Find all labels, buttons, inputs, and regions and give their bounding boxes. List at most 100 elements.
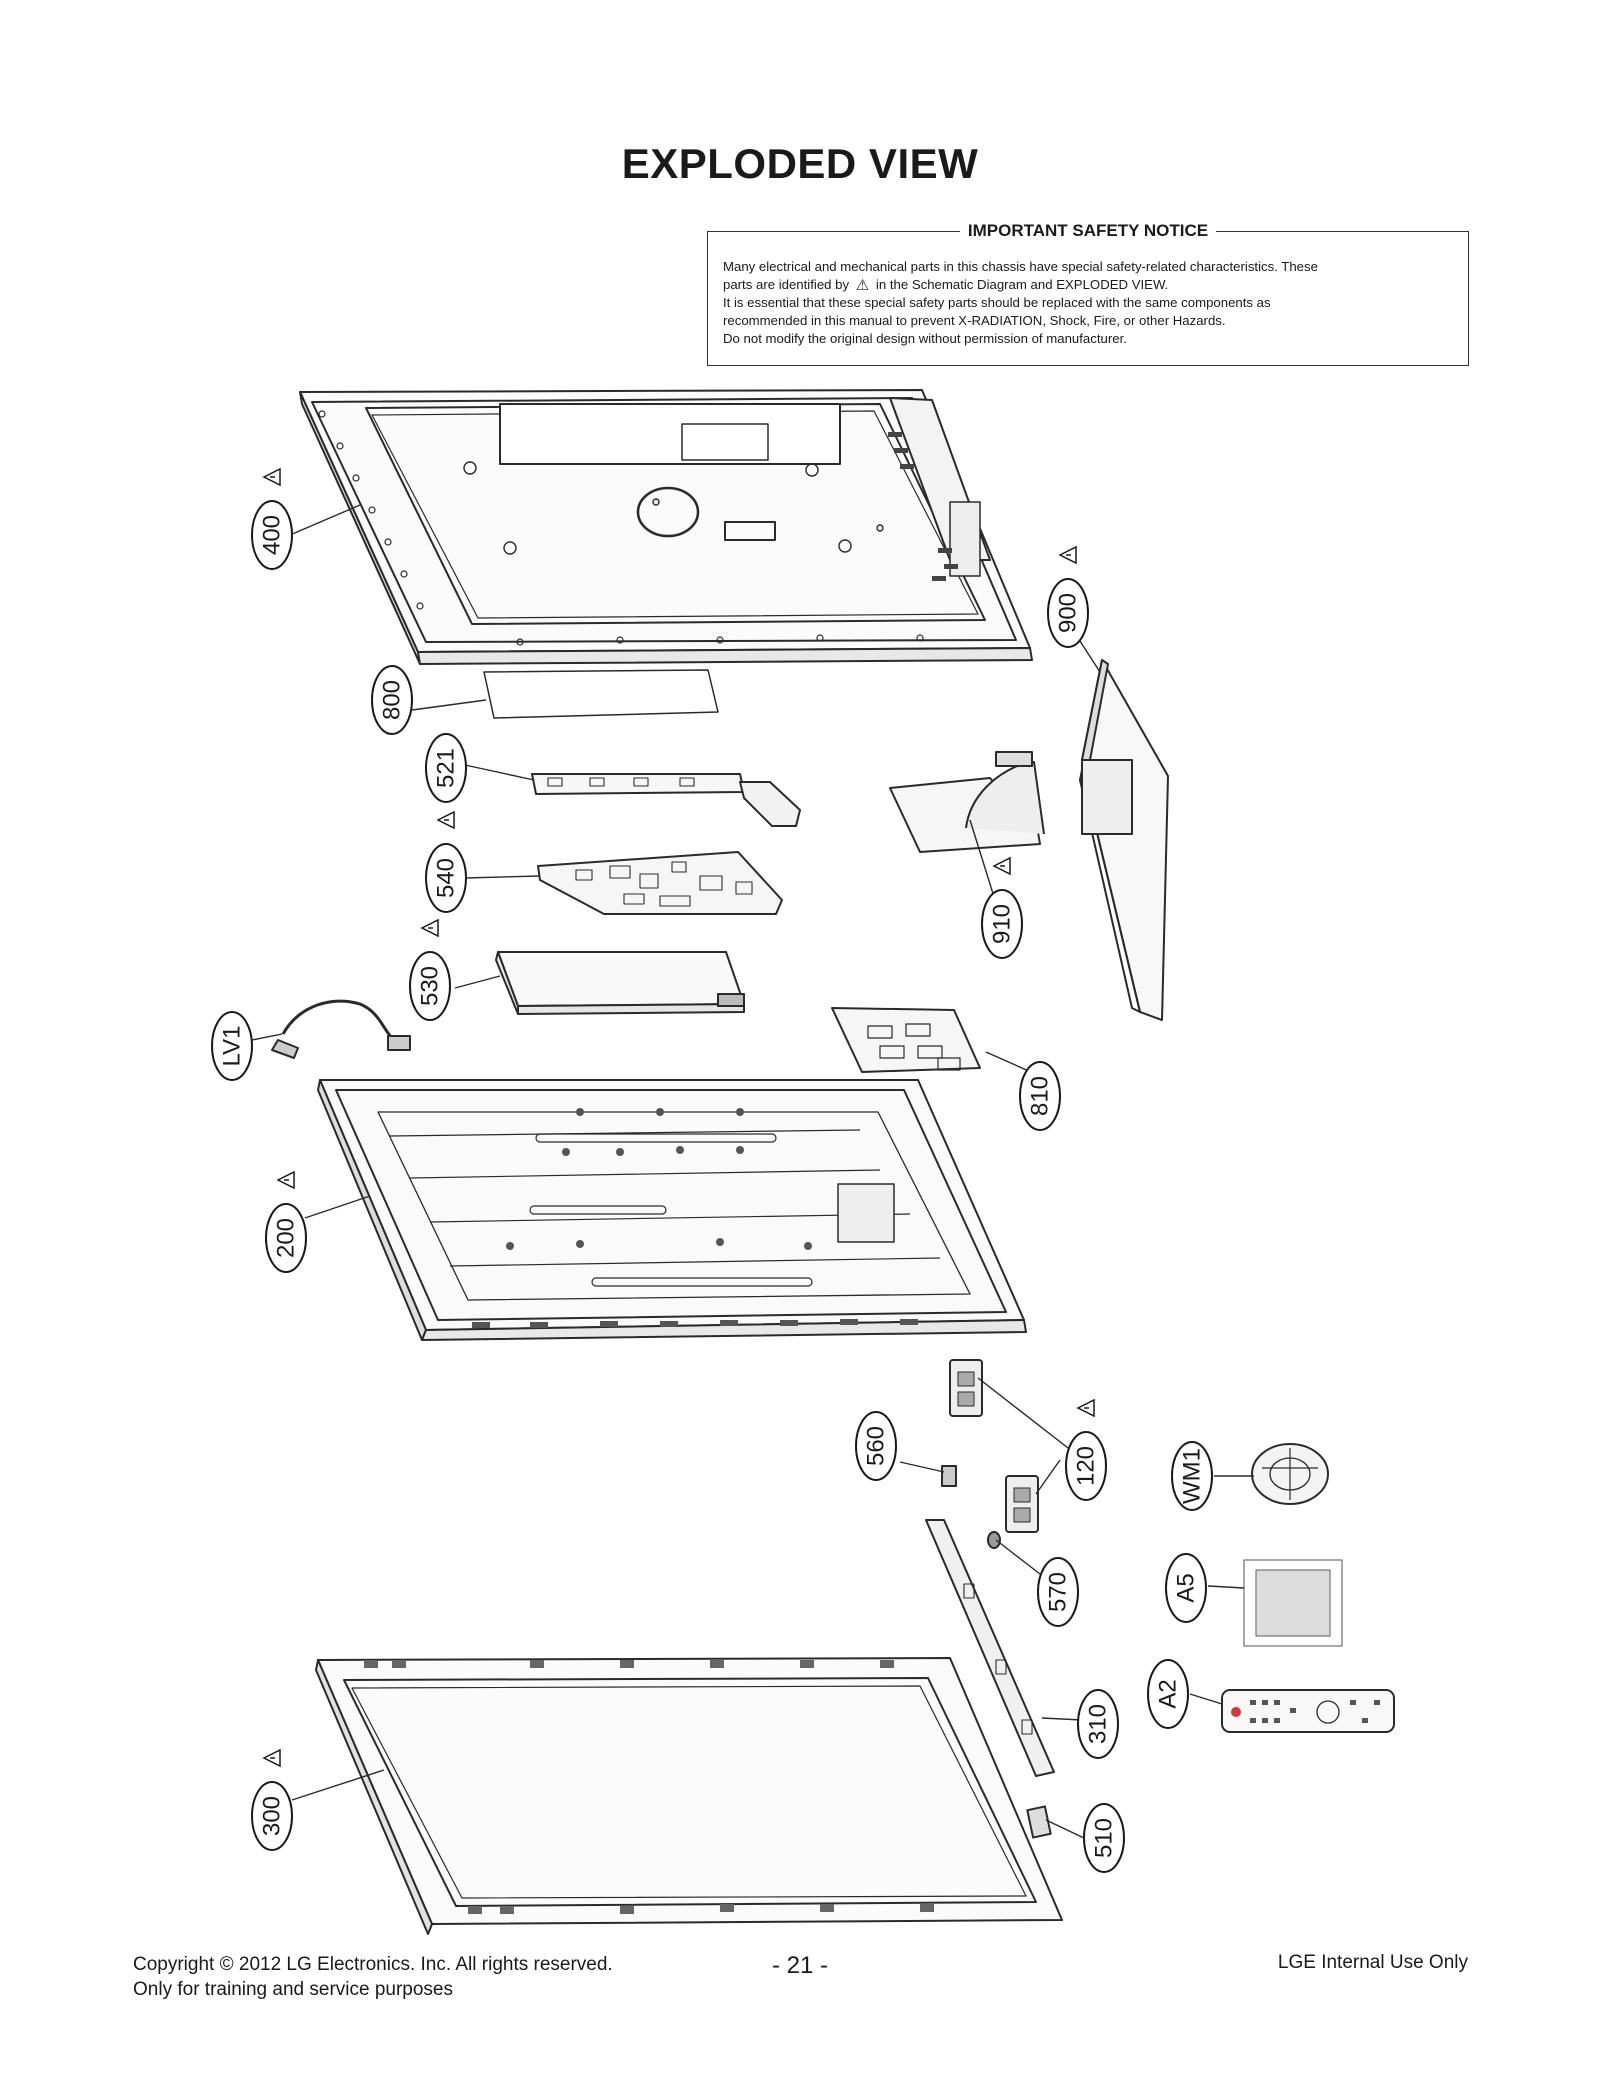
part-manual-a5 <box>1243 1559 1343 1647</box>
callout-oval <box>1047 578 1089 648</box>
callout-oval <box>1165 1553 1207 1623</box>
callout-label: 800 <box>379 680 406 720</box>
part-front-bezel <box>315 1657 1063 1935</box>
callout-oval <box>855 1411 897 1481</box>
footer-page-number: - 21 - <box>771 1952 828 1979</box>
notice-line-3: It is essential that these special safet… <box>723 295 1271 310</box>
part-board-521 <box>531 773 801 827</box>
callout-oval <box>211 1011 253 1081</box>
callout-label: A5 <box>1173 1573 1200 1602</box>
notice-line-2-post: in the Schematic Diagram and EXPLODED VI… <box>875 277 1169 292</box>
callout-900: 900 <box>1047 545 1089 648</box>
callout-oval <box>371 665 413 735</box>
footer-copyright: Copyright © 2012 LG Electronics. Inc. Al… <box>133 1954 613 1975</box>
safety-notice-title: IMPORTANT SAFETY NOTICE <box>708 220 1468 242</box>
callout-oval <box>1019 1061 1061 1131</box>
callout-810: 810 <box>1019 1061 1061 1131</box>
callout-label: 910 <box>989 904 1016 944</box>
callout-label: 900 <box>1055 593 1082 633</box>
callout-530: 530 <box>409 918 451 1021</box>
part-speaker-upper <box>949 1359 983 1417</box>
callout-oval <box>251 1781 293 1851</box>
callout-a2: A2 <box>1147 1659 1189 1729</box>
callout-wm1: WM1 <box>1171 1441 1213 1511</box>
part-stand-base <box>1079 659 1169 1021</box>
callout-label: 120 <box>1073 1446 1100 1486</box>
leader-lines <box>251 504 1254 1839</box>
notice-line-2: parts are identified by ⚠ in the Schemat… <box>723 276 1453 294</box>
callout-label: 530 <box>417 966 444 1006</box>
safety-notice-body: Many electrical and mechanical parts in … <box>723 258 1453 348</box>
safety-warning-icon <box>992 856 1011 876</box>
callout-oval <box>1077 1689 1119 1759</box>
callout-120: 120 <box>1065 1398 1107 1501</box>
callout-a5: A5 <box>1165 1553 1207 1623</box>
part-510 <box>1026 1805 1052 1839</box>
callout-label: 540 <box>433 858 460 898</box>
part-power-supply-530 <box>495 951 745 1015</box>
callout-lv1: LV1 <box>211 1011 253 1081</box>
callout-300: 300 <box>251 1748 293 1851</box>
footer-left: Copyright © 2012 LG Electronics. Inc. Al… <box>133 1952 613 2002</box>
footer-internal: LGE Internal Use Only <box>1277 1952 1468 1973</box>
safety-warning-icon <box>262 1748 281 1768</box>
callout-oval <box>251 500 293 570</box>
part-main-board-540 <box>537 851 783 915</box>
safety-warning-icon: ⚠ <box>855 277 870 294</box>
callout-label: 810 <box>1027 1076 1054 1116</box>
callout-oval <box>981 889 1023 959</box>
callout-oval <box>425 733 467 803</box>
part-insulation-sheet <box>483 669 719 719</box>
notice-line-1: Many electrical and mechanical parts in … <box>723 259 1318 274</box>
callout-570: 570 <box>1037 1557 1079 1627</box>
safety-warning-icon <box>262 467 281 487</box>
callout-200: 200 <box>265 1170 307 1273</box>
callout-910: 910 <box>981 856 1023 959</box>
callout-400: 400 <box>251 467 293 570</box>
safety-warning-icon <box>1076 1398 1095 1418</box>
callout-oval <box>265 1203 307 1273</box>
callout-oval <box>1065 1431 1107 1501</box>
callout-540: 540 <box>425 810 467 913</box>
part-back-cover <box>299 389 1033 665</box>
part-lvds-cable <box>271 999 411 1059</box>
callout-label: 400 <box>259 515 286 555</box>
safety-warning-icon <box>420 918 439 938</box>
callout-label: 300 <box>259 1796 286 1836</box>
notice-line-5: Do not modify the original design withou… <box>723 331 1127 346</box>
part-chassis-frame <box>317 1079 1027 1341</box>
callout-label: WM1 <box>1179 1448 1206 1504</box>
part-310 <box>925 1519 1055 1777</box>
callout-label: 200 <box>273 1218 300 1258</box>
callout-oval <box>1171 1441 1213 1511</box>
callout-label: 510 <box>1091 1818 1118 1858</box>
footer-purpose: Only for training and service purposes <box>133 1979 453 2000</box>
page-title: EXPLODED VIEW <box>621 140 979 187</box>
notice-line-2-pre: parts are identified by <box>723 277 850 292</box>
part-bracket-810 <box>831 1007 981 1073</box>
callout-oval <box>409 951 451 1021</box>
callout-521: 521 <box>425 733 467 803</box>
callout-oval <box>425 843 467 913</box>
callout-oval <box>1083 1803 1125 1873</box>
part-stand-neck <box>889 751 1045 853</box>
callout-560: 560 <box>855 1411 897 1481</box>
part-wall-mount-wm1 <box>1251 1443 1329 1505</box>
part-560 <box>941 1465 957 1487</box>
callout-label: LV1 <box>219 1026 246 1067</box>
part-570 <box>987 1531 1001 1549</box>
safety-notice-box: IMPORTANT SAFETY NOTICE Many electrical … <box>707 221 1469 366</box>
callout-label: 570 <box>1045 1572 1072 1612</box>
callout-800: 800 <box>371 665 413 735</box>
part-remote-a2 <box>1221 1689 1395 1733</box>
part-speaker-lower <box>1005 1475 1039 1533</box>
callout-label: 560 <box>863 1426 890 1466</box>
callout-label: 310 <box>1085 1704 1112 1744</box>
callout-510: 510 <box>1083 1803 1125 1873</box>
safety-warning-icon <box>1058 545 1077 565</box>
callout-310: 310 <box>1077 1689 1119 1759</box>
callout-oval <box>1147 1659 1189 1729</box>
